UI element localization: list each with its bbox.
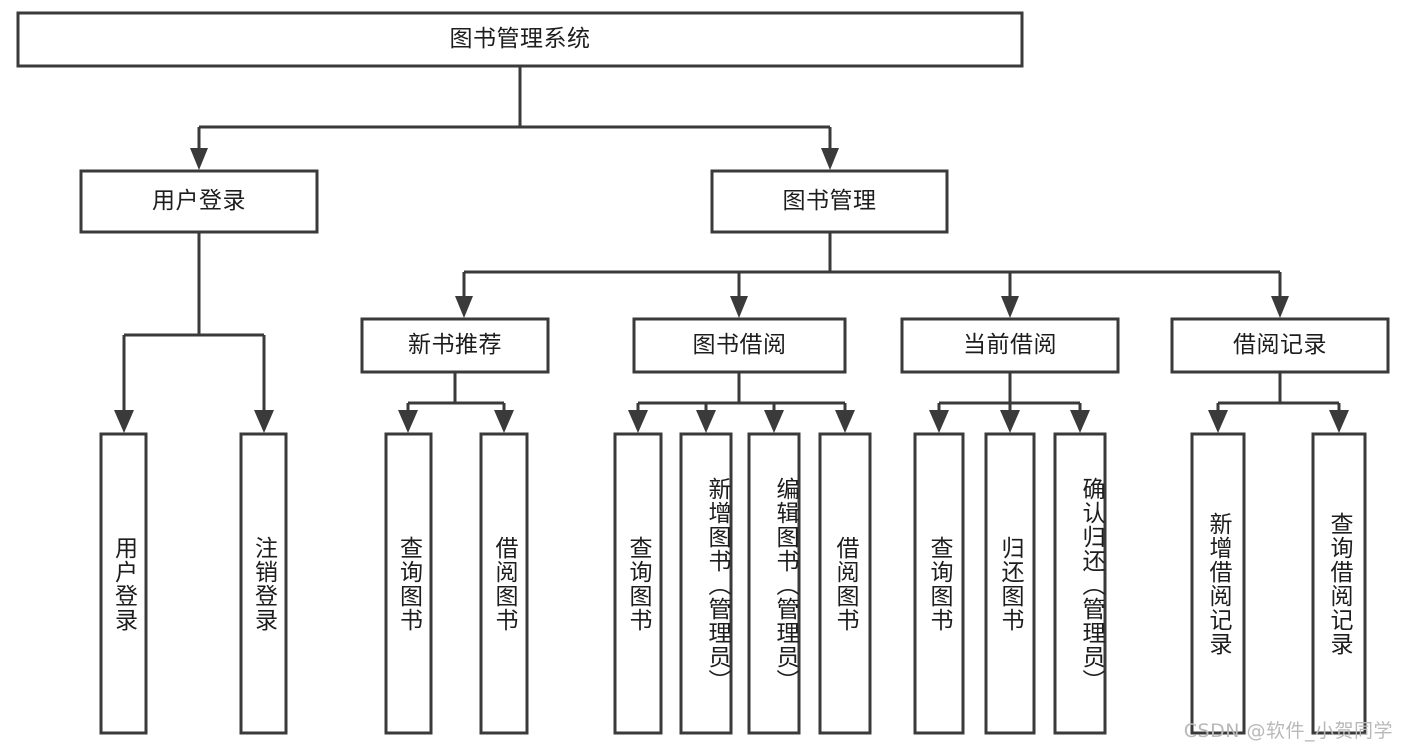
node-box-leaf-borrow-lend[interactable] (818, 432, 872, 735)
connector-user-login-to-leaves (114, 232, 274, 433)
node-box-leaf-current-confirm[interactable] (1053, 432, 1107, 735)
node-box-current-borrow[interactable] (900, 317, 1120, 374)
arrow-head-book-borrow (730, 296, 748, 318)
arrow-head-leaf-borrow-add (696, 410, 716, 433)
connector-book-management-to-level2 (455, 232, 1289, 318)
connector-record-to-leaves (1208, 372, 1349, 433)
arrow-head-leaf-borrow-lend (835, 410, 855, 433)
node-box-leaf-recommend-query[interactable] (384, 432, 433, 735)
arrow-head-leaf-recommend-borrow (494, 410, 514, 433)
arrow-head-book-management (821, 148, 839, 170)
arrow-head-leaf-current-query (929, 410, 949, 433)
node-box-book-management[interactable] (710, 169, 949, 234)
arrow-head-leaf-borrow-query (628, 410, 648, 433)
node-box-leaf-borrow-add[interactable] (679, 432, 733, 735)
watermark-text: CSDN @软件_小贺同学 (1183, 720, 1393, 742)
node-box-leaf-current-return[interactable] (984, 432, 1036, 735)
arrow-head-leaf-recommend-query (398, 410, 418, 433)
arrow-head-leaf-record-add (1208, 410, 1228, 433)
arrow-head-leaf-user-login-login (114, 410, 134, 433)
node-box-book-borrow[interactable] (632, 317, 847, 374)
connector-borrow-to-leaves (628, 372, 855, 433)
node-box-user-login[interactable] (79, 169, 319, 234)
node-box-leaf-borrow-edit[interactable] (747, 432, 801, 735)
node-box-leaf-borrow-query[interactable] (613, 432, 663, 735)
node-box-leaf-recommend-borrow[interactable] (479, 432, 529, 735)
arrow-head-leaf-record-query (1329, 410, 1349, 433)
arrow-head-leaf-user-login-logout (254, 410, 274, 433)
node-box-leaf-record-query[interactable] (1311, 432, 1367, 735)
node-box-leaf-record-add[interactable] (1190, 432, 1246, 735)
node-box-borrow-record[interactable] (1170, 317, 1390, 374)
connector-current-to-leaves (929, 372, 1090, 433)
arrow-head-borrow-record (1271, 296, 1289, 318)
node-box-new-book-recommend[interactable] (360, 317, 550, 374)
connector-root-to-level1 (190, 66, 839, 170)
arrow-head-user-login (190, 148, 208, 170)
connector-recommend-to-leaves (398, 372, 514, 433)
arrow-head-leaf-borrow-edit (764, 410, 784, 433)
arrow-head-current-borrow (1001, 296, 1019, 318)
node-box-leaf-current-query[interactable] (913, 432, 965, 735)
node-box-leaf-user-login-login[interactable] (99, 432, 148, 735)
arrow-head-new-book-recommend (455, 296, 473, 318)
node-box-leaf-user-login-logout[interactable] (239, 432, 288, 735)
arrow-head-leaf-current-return (1000, 410, 1020, 433)
node-box-root[interactable] (16, 11, 1024, 68)
arrow-head-leaf-current-confirm (1070, 410, 1090, 433)
